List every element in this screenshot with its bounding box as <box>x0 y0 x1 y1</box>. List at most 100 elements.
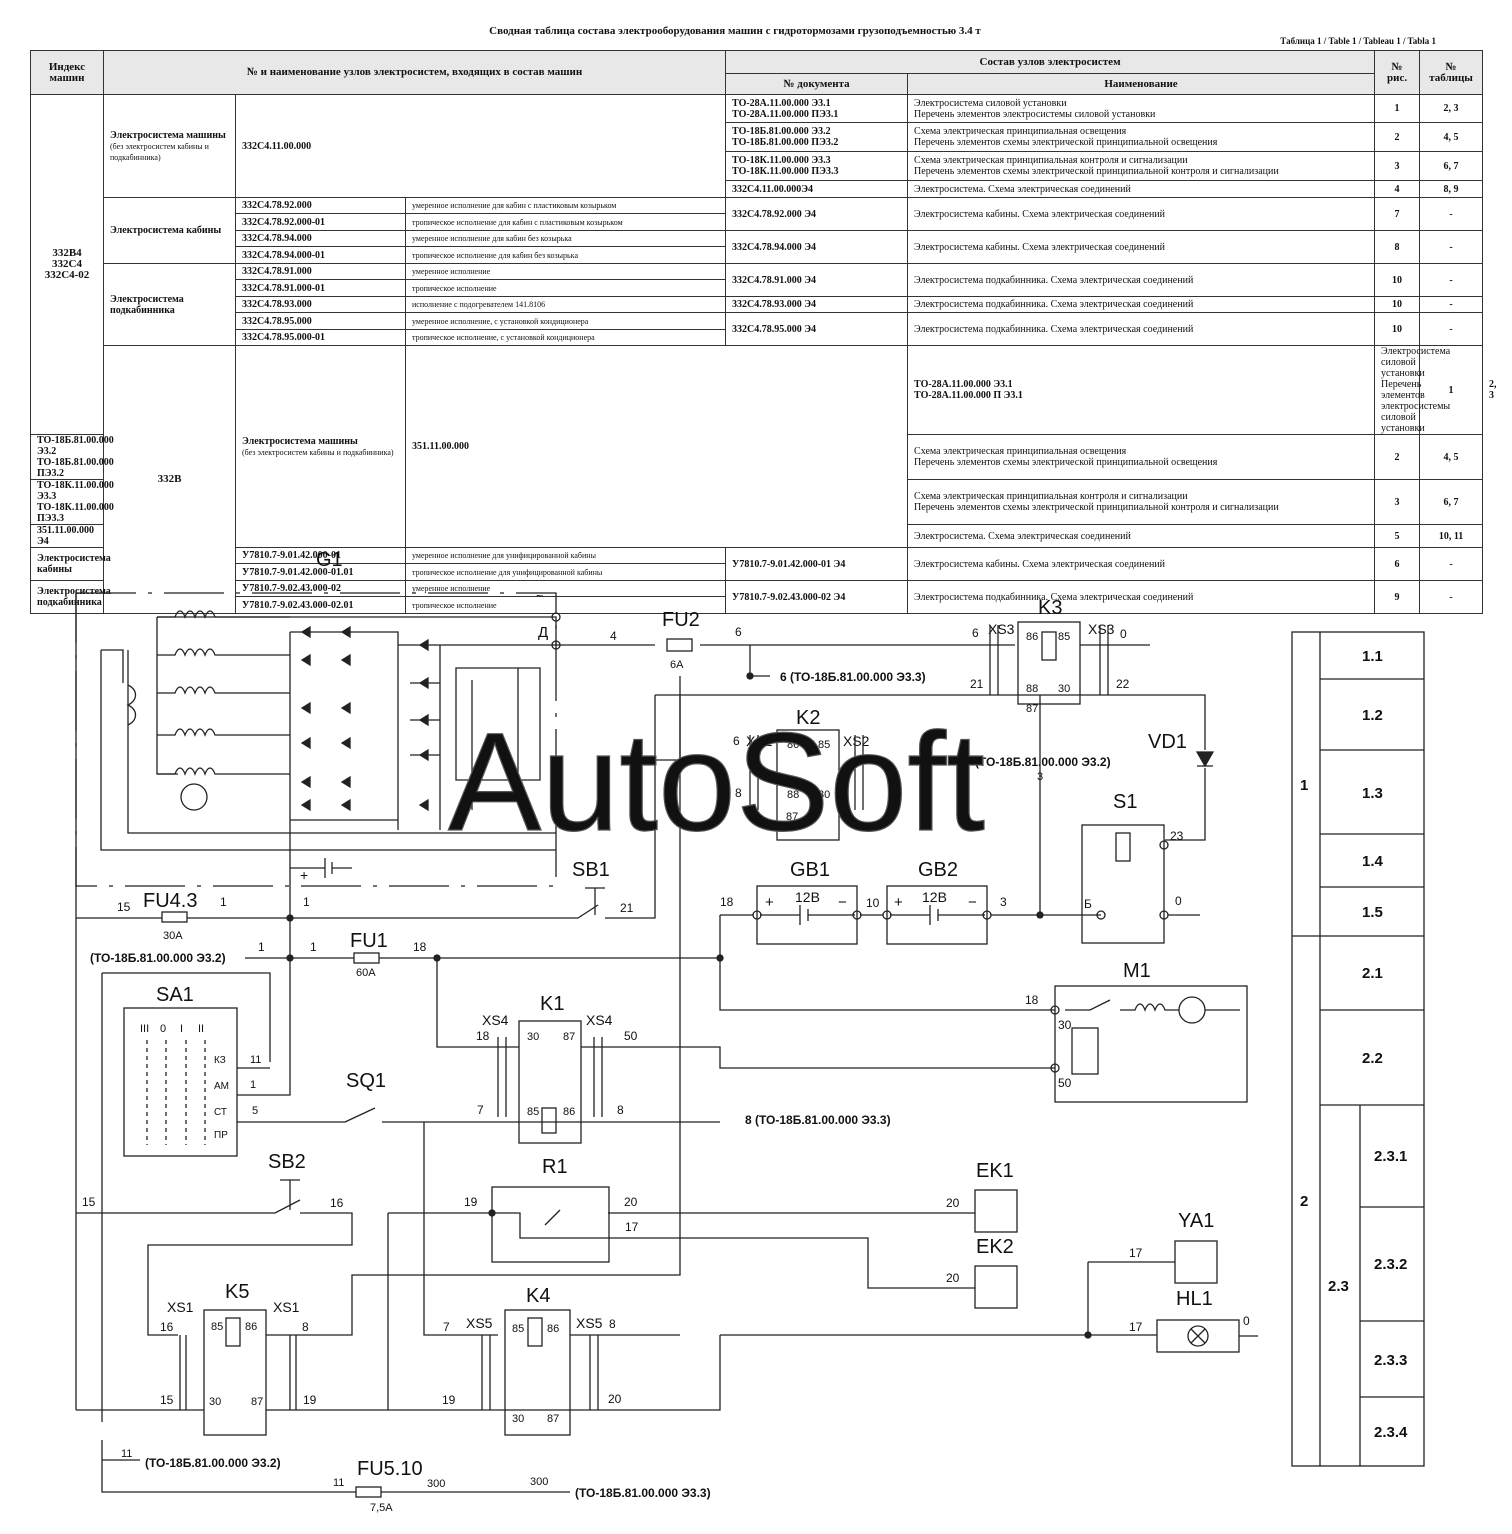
component-label: G1 <box>316 549 343 571</box>
component-label: K1 <box>540 993 564 1015</box>
tab-number: - <box>1419 312 1484 346</box>
svg-text:7: 7 <box>443 1320 450 1334</box>
sa1-position: III <box>140 1023 149 1035</box>
component-label: HL1 <box>1176 1288 1213 1310</box>
svg-text:17: 17 <box>625 1220 639 1234</box>
component-label: K5 <box>225 1281 249 1303</box>
svg-text:17: 17 <box>1129 1320 1143 1334</box>
svg-text:+: + <box>765 894 774 911</box>
valve-ya1: YA1 17 <box>1087 1210 1218 1335</box>
unit-number: 332С4.11.00.000 <box>234 94 727 198</box>
svg-text:XS4: XS4 <box>482 1012 509 1028</box>
svg-text:20: 20 <box>946 1271 960 1285</box>
fig-number: 1 <box>1419 345 1484 435</box>
component-label: FU4.3 <box>143 890 197 912</box>
system-name: Электросистема подкабинника <box>30 580 111 614</box>
switch-s1: S1 23 Б 0 <box>1081 791 1184 944</box>
svg-text:8: 8 <box>302 1320 309 1334</box>
table-row: 332С4.11.00.000Э4 Электросистема. Схема … <box>31 180 1484 198</box>
stator-windings <box>157 610 290 776</box>
index-cell: 1.4 <box>1362 853 1384 870</box>
rating: 30А <box>163 930 183 942</box>
svg-text:15: 15 <box>160 1393 174 1407</box>
svg-text:30: 30 <box>818 789 830 801</box>
svg-text:+: + <box>894 894 903 911</box>
svg-text:85: 85 <box>818 739 830 751</box>
component-label: S1 <box>1113 791 1137 813</box>
svg-text:3: 3 <box>1000 895 1007 909</box>
tab-number: - <box>1419 580 1484 614</box>
page-title: Сводная таблица состава электрооборудова… <box>489 25 981 37</box>
system-name: Электросистема кабины <box>30 547 111 581</box>
svg-text:86: 86 <box>1026 631 1038 643</box>
svg-text:XS4: XS4 <box>586 1012 613 1028</box>
col-doc-header: № документа <box>725 73 909 95</box>
svg-text:30: 30 <box>512 1413 524 1425</box>
relay-k1: K1 XS4 XS4 30 87 85 86 18 50 7 8 <box>436 958 1055 1144</box>
ref-label: (ТО-18Б.81.00.000 Э3.2) <box>975 755 1111 769</box>
tab-number: 4, 5 <box>1419 434 1484 480</box>
ref-label: 6 (ТО-18Б.81.00.000 Э3.3) <box>780 670 926 684</box>
table-row: У7810.7-9.01.42.000-01.01 тропическое ис… <box>31 563 1483 581</box>
svg-text:30: 30 <box>527 1031 539 1043</box>
ref-label: 8 (ТО-18Б.81.00.000 Э3.3) <box>745 1113 891 1127</box>
svg-text:0: 0 <box>1175 894 1182 908</box>
table-row: 332С4.78.95.000-01 тропическое исполнени… <box>31 329 1483 346</box>
index-cell: 2.3 <box>1328 1278 1349 1295</box>
index-cell: 1.2 <box>1362 707 1383 724</box>
svg-text:15: 15 <box>82 1195 96 1209</box>
diode-vd1: VD1 <box>1148 731 1215 768</box>
svg-text:17: 17 <box>1129 1246 1143 1260</box>
svg-text:30: 30 <box>1058 1018 1072 1032</box>
sa1-position: 0 <box>160 1023 166 1035</box>
table-row: Электросистема кабины У7810.7-9.01.42.00… <box>30 547 1484 581</box>
svg-text:1: 1 <box>250 1079 256 1091</box>
svg-text:30: 30 <box>209 1396 221 1408</box>
ref-label: (ТО-18Б.81.00.000 Э3.3) <box>575 1486 711 1500</box>
resistor-r1: R1 19 20 17 <box>388 1156 975 1289</box>
svg-text:86: 86 <box>547 1323 559 1335</box>
component-label: EK1 <box>976 1160 1014 1182</box>
sa1-contact: АМ <box>214 1081 229 1092</box>
component-label: FU2 <box>662 609 700 631</box>
index-cell: 2.3.3 <box>1374 1352 1407 1369</box>
svg-text:87: 87 <box>251 1396 263 1408</box>
sa1-contact: ПР <box>214 1130 228 1141</box>
rating: 12В <box>795 889 820 905</box>
button-sb2: SB2 15 16 <box>76 1151 353 1336</box>
index-cell: 2.1 <box>1362 965 1383 982</box>
svg-text:0: 0 <box>1243 1314 1250 1328</box>
svg-text:16: 16 <box>160 1320 174 1334</box>
system-name: Электросистема кабины <box>103 197 236 264</box>
index-table: 1 2 1.1 1.2 1.3 1.4 1.5 2.1 2.2 2.3 2.3.… <box>1291 631 1425 1467</box>
component-label: SB1 <box>572 859 610 881</box>
svg-text:87: 87 <box>786 811 798 823</box>
ref-label: (ТО-18Б.81.00.000 Э3.2) <box>145 1456 281 1470</box>
battery-gb1: GB1 12В + − <box>752 859 862 945</box>
svg-text:8: 8 <box>617 1103 624 1117</box>
component-label: K4 <box>526 1285 550 1307</box>
svg-text:86: 86 <box>245 1321 257 1333</box>
svg-text:−: − <box>968 894 977 911</box>
table-row: У7810.7-9.02.43.000-02.01 тропическое ис… <box>31 596 1483 614</box>
tab-number: - <box>1419 263 1484 297</box>
table-row: 332С4.78.91.000-01 тропическое исполнени… <box>31 279 1483 297</box>
index-cell: 2.2 <box>1362 1050 1383 1067</box>
tab-number: - <box>1419 547 1484 581</box>
svg-text:Д: Д <box>538 624 548 641</box>
svg-text:8: 8 <box>735 786 742 800</box>
svg-text:18: 18 <box>413 940 427 954</box>
component-label: FU1 <box>350 930 388 952</box>
doc-name: Схема электрическая принципиальная освещ… <box>907 434 1376 480</box>
equipment-table: Индекс машин № и наименование узлов элек… <box>30 50 1497 614</box>
sa1-position: II <box>198 1023 204 1035</box>
svg-text:85: 85 <box>527 1106 539 1118</box>
lamp-hl1: HL1 17 0 <box>720 1288 1258 1353</box>
tab-number: - <box>1419 197 1484 231</box>
svg-text:XS1: XS1 <box>167 1299 194 1315</box>
fuse-fu5-10: FU5.10 7,5А 11 300 300 <box>333 1458 548 1514</box>
component-label: VD1 <box>1148 731 1187 753</box>
svg-text:6: 6 <box>735 625 742 639</box>
